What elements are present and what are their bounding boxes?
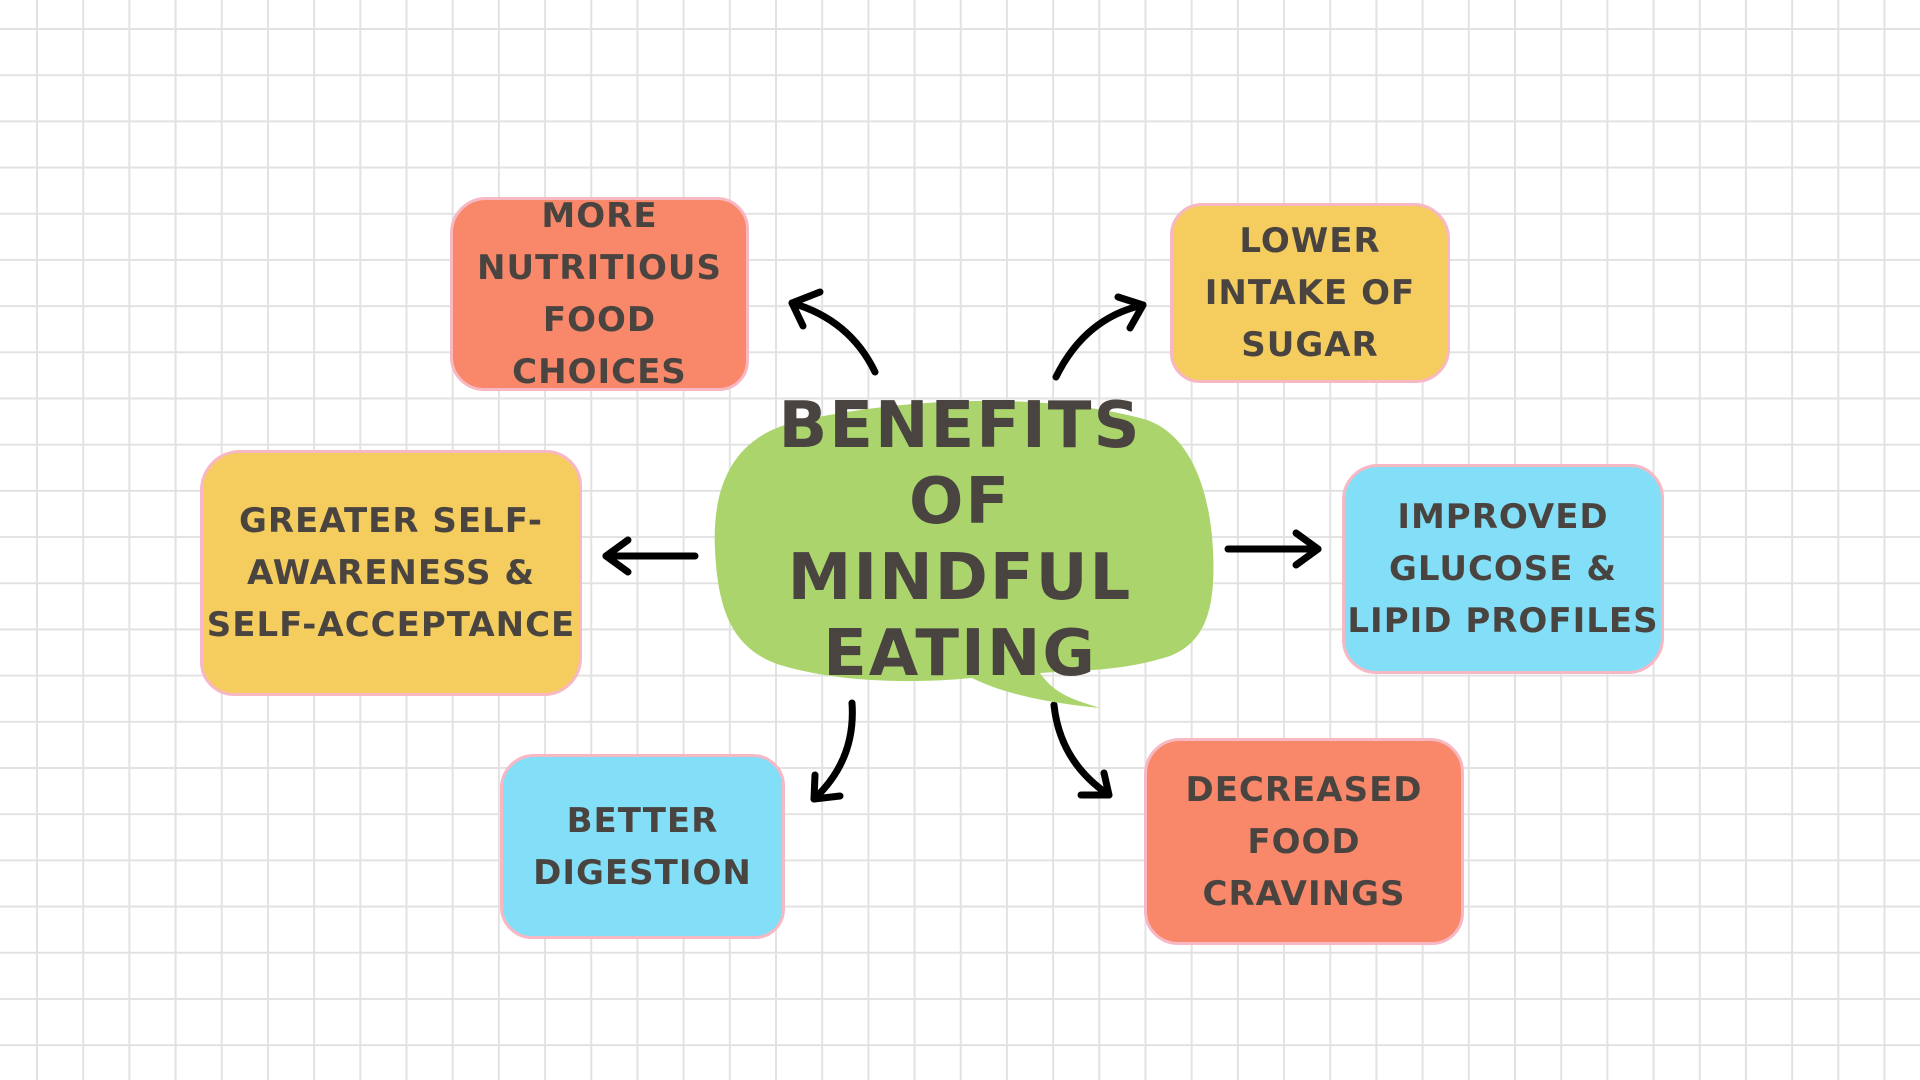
node-label: Greater Self- Awareness & Self-Acceptanc… <box>206 501 576 645</box>
node-self-awareness: Greater Self- Awareness & Self-Acceptanc… <box>200 450 582 696</box>
speech-bubble-shape <box>714 400 1214 708</box>
node-label: Better Digestion <box>533 800 752 893</box>
arrow-to-self-awareness <box>602 536 699 576</box>
node-label: Improved Glucose & Lipid Profiles <box>1347 497 1659 641</box>
node-label: Decreased Food Cravings <box>1185 769 1423 914</box>
node-lower-intake-of-sugar: Lower Intake of Sugar <box>1170 203 1450 383</box>
arrow-to-glucose <box>1224 529 1322 569</box>
node-label: Lower Intake of Sugar <box>1204 221 1416 365</box>
arrow-to-nutritious <box>788 288 879 376</box>
node-better-digestion: Better Digestion <box>500 754 785 939</box>
arrow-to-sugar <box>1052 293 1147 381</box>
node-improved-glucose-lipid: Improved Glucose & Lipid Profiles <box>1342 464 1664 674</box>
node-decreased-food-cravings: Decreased Food Cravings <box>1144 738 1464 945</box>
central-topic-bubble: Benefits of Mindful Eating <box>700 380 1220 720</box>
node-nutritious-food-choices: More Nutritious Food Choices <box>450 196 749 392</box>
arrow-to-digestion <box>810 699 856 803</box>
diagram-title: Benefits of Mindful Eating <box>778 389 1142 691</box>
arrow-to-cravings <box>1050 701 1113 799</box>
node-label: More Nutritious Food Choices <box>477 196 722 392</box>
